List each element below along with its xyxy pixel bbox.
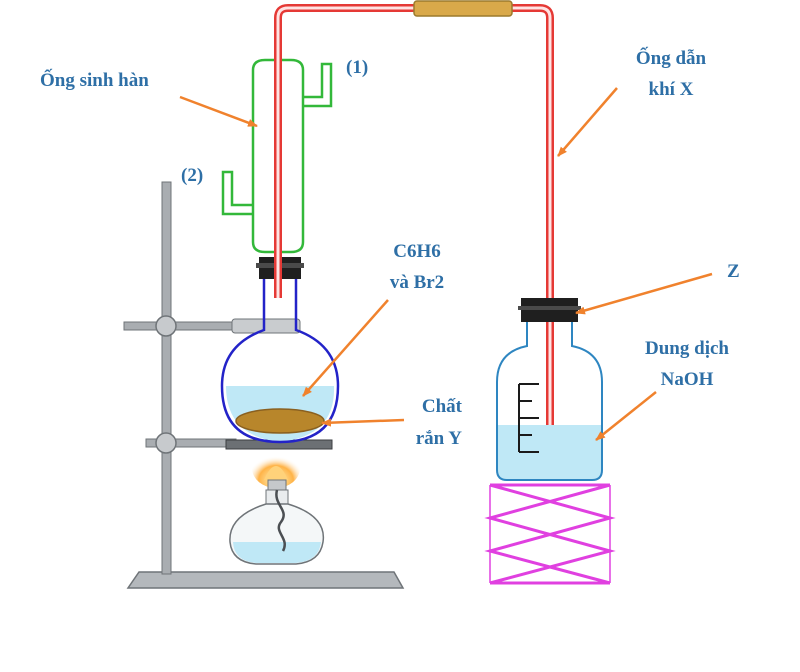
condenser [221, 58, 333, 254]
text-labels: Ống sinh hàn (1) (2) Ống dẫn khí X C6H6 … [40, 47, 740, 449]
label-gas-tube-line1: Ống dẫn [636, 47, 707, 69]
stand-rod [161, 181, 172, 575]
clamp-knob-upper [155, 315, 177, 337]
label-solid-line2: rắn Y [416, 428, 463, 449]
arrow-naoh [595, 391, 657, 441]
gas-tube-x [274, 0, 554, 450]
label-naoh-line2: NaOH [661, 369, 714, 390]
bottle-liquid [497, 425, 602, 480]
bottle-outline [496, 318, 603, 481]
label-port-2: (2) [181, 165, 203, 186]
clamp-knob-lower [155, 432, 177, 454]
burner-fuel [233, 542, 321, 563]
gas-tube-inner [276, 6, 552, 450]
round-bottom-flask [220, 257, 340, 444]
stopper-band-z [518, 306, 581, 310]
arrow-solid [321, 418, 405, 427]
label-solid-line1: Chất [422, 396, 463, 417]
absorption-bottle [496, 298, 603, 481]
gas-tube-outer [274, 4, 554, 450]
label-gas-tube-line2: khí X [649, 79, 694, 100]
burner-wick [275, 489, 286, 552]
burner-flame-core [264, 466, 288, 480]
label-naoh-line1: Dung dịch [645, 338, 729, 359]
retort-stand [123, 181, 405, 589]
condenser-port-2 [221, 170, 253, 216]
label-reactants-line1: C6H6 [393, 241, 441, 262]
rubber-connector [413, 0, 513, 17]
scissor-lift [484, 483, 616, 585]
annotation-arrows [179, 87, 713, 441]
flask-outline [220, 276, 340, 444]
stand-base [126, 571, 405, 589]
condenser-jacket [251, 58, 305, 254]
label-port-1: (1) [346, 57, 368, 78]
solid-catalyst [235, 408, 325, 434]
clamp-grip-upper [231, 318, 301, 334]
arrow-gas-tube [557, 87, 618, 157]
arrow-condenser [179, 95, 258, 128]
label-condenser: Ống sinh hàn [40, 69, 149, 91]
spirit-burner [229, 448, 325, 565]
burner-cap [267, 479, 287, 491]
condenser-port-1 [303, 62, 333, 108]
label-z: Z [727, 261, 740, 282]
measurement-scale [518, 383, 539, 453]
label-reactants-line2: và Br2 [390, 272, 444, 293]
arrow-reactants [302, 299, 389, 397]
arrow-z [575, 272, 713, 315]
